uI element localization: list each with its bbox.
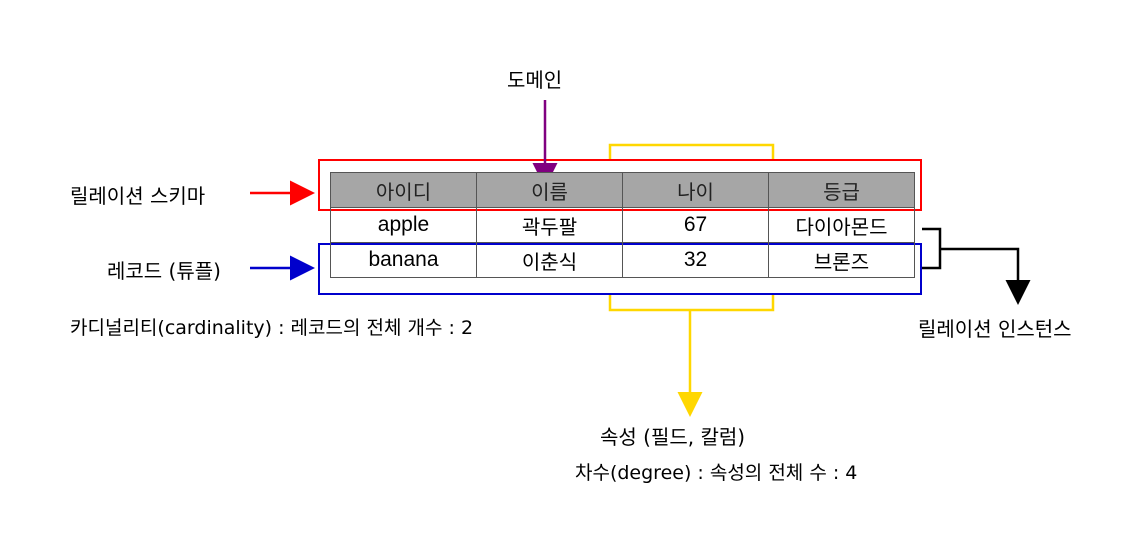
instance-label: 릴레이션 인스턴스 bbox=[918, 317, 1072, 341]
degree-label: 차수(degree) : 속성의 전체 수 : 4 bbox=[575, 462, 858, 484]
column-header: 나이 bbox=[622, 172, 769, 208]
attribute-label: 속성 (필드, 칼럼) bbox=[600, 425, 746, 449]
table-row: apple 곽두팔 67 다이아몬드 bbox=[330, 207, 915, 243]
attribute-bracket-bottom bbox=[608, 295, 775, 312]
column-header: 아이디 bbox=[330, 172, 477, 208]
table-cell: 다이아몬드 bbox=[768, 207, 915, 243]
table-row: banana 이춘식 32 브론즈 bbox=[330, 242, 915, 278]
cardinality-label: 카디널리티(cardinality) : 레코드의 전체 개수 : 2 bbox=[70, 317, 474, 339]
instance-bracket bbox=[922, 227, 942, 270]
table-cell: banana bbox=[330, 242, 477, 278]
table-cell: 이춘식 bbox=[476, 242, 623, 278]
table-header-row: 아이디 이름 나이 등급 bbox=[330, 172, 915, 208]
table-cell: apple bbox=[330, 207, 477, 243]
column-header: 이름 bbox=[476, 172, 623, 208]
column-header: 등급 bbox=[768, 172, 915, 208]
record-label: 레코드 (튜플) bbox=[107, 259, 221, 283]
domain-label: 도메인 bbox=[507, 68, 563, 92]
instance-connector bbox=[940, 247, 1031, 305]
table-cell: 브론즈 bbox=[768, 242, 915, 278]
relation-table: 아이디 이름 나이 등급 apple 곽두팔 67 다이아몬드 banana 이… bbox=[330, 172, 915, 278]
table-cell: 곽두팔 bbox=[476, 207, 623, 243]
table-cell: 67 bbox=[622, 207, 769, 243]
schema-label: 릴레이션 스키마 bbox=[70, 184, 206, 208]
attribute-bracket bbox=[608, 143, 775, 160]
table-cell: 32 bbox=[622, 242, 769, 278]
